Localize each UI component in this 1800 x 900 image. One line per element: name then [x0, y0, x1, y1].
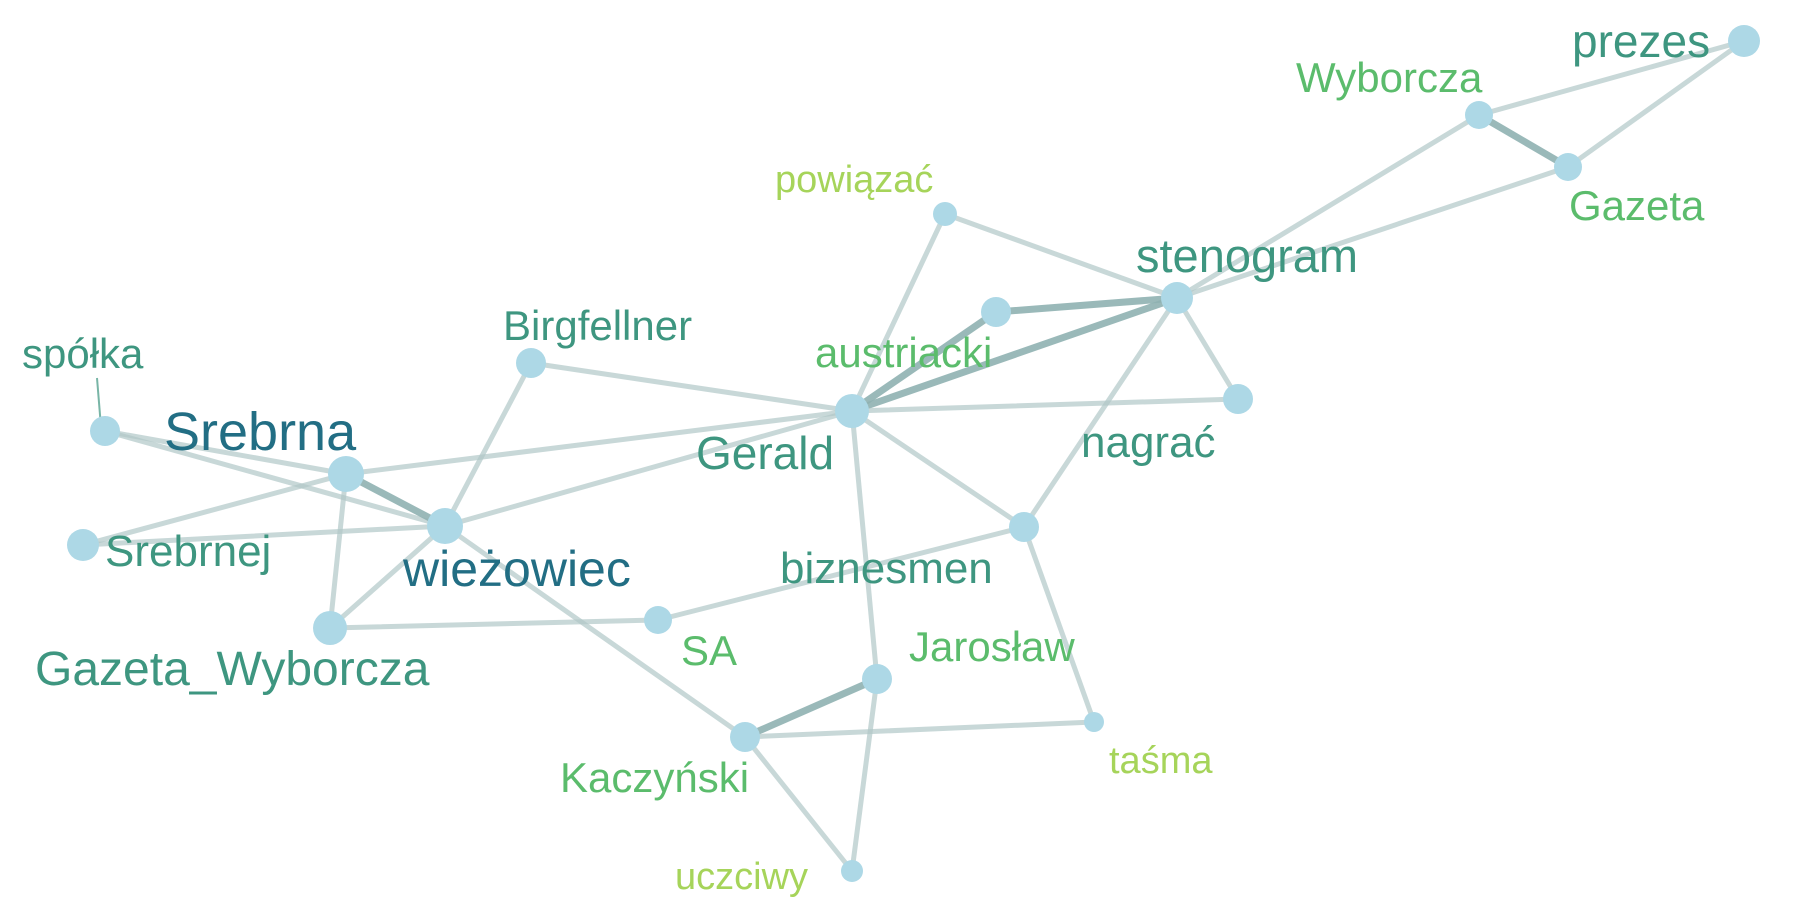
node-label-prezes: prezes [1572, 15, 1710, 67]
node-label-srebrna: Srebrna [164, 402, 357, 462]
edge-stenogram-wyborcza [1174, 112, 1482, 301]
edge-gerald-austriacki [848, 308, 1000, 415]
edge-wiezowiec-gazeta_wyborcza [327, 523, 448, 631]
node-sa[interactable] [644, 606, 672, 634]
node-label-gerald: Gerald [696, 427, 834, 479]
edge-birgfellner-gerald [528, 360, 855, 414]
edge-kaczynski-uczciwy [742, 734, 855, 874]
edge-srebrnej-wiezowiec [80, 523, 448, 548]
edge-spolka-wiezowiec [102, 428, 448, 529]
node-wyborcza[interactable] [1465, 101, 1493, 129]
node-label-powiazac: powiązać [775, 159, 933, 201]
edge-kaczynski-tasma [742, 719, 1097, 740]
nodes-layer [67, 25, 1760, 882]
node-label-austriacki: austriacki [815, 329, 992, 376]
edge-sa-biznesmen [655, 524, 1027, 623]
edge-gerald-nagrac [849, 396, 1241, 414]
node-label-wyborcza: Wyborcza [1296, 54, 1483, 101]
edge-wyborcza-prezes [1476, 38, 1747, 118]
node-biznesmen[interactable] [1009, 512, 1039, 542]
edge-stenogram-nagrac [1174, 295, 1241, 402]
edge-birgfellner-wiezowiec [442, 360, 534, 529]
edge-gazeta_wyborcza-sa [327, 617, 661, 631]
edge-wyborcza-gazeta [1475, 111, 1572, 171]
edge-srebrna-gazeta_wyborcza [327, 471, 349, 631]
edge-stenogram-biznesmen [1021, 295, 1180, 530]
edge-powiazac-stenogram [942, 211, 1180, 301]
edge-gazeta-prezes [1565, 38, 1747, 170]
node-wiezowiec[interactable] [427, 508, 463, 544]
node-label-uczciwy: uczciwy [675, 856, 808, 898]
node-label-nagrac: nagrać [1081, 418, 1216, 467]
edge-gerald-biznesmen [849, 408, 1027, 530]
node-birgfellner[interactable] [516, 348, 546, 378]
node-jaroslaw[interactable] [862, 664, 892, 694]
node-stenogram[interactable] [1161, 282, 1193, 314]
node-label-jaroslaw: Jarosław [909, 623, 1075, 670]
edge-wiezowiec-kaczynski [442, 523, 748, 740]
node-label-stenogram: stenogram [1136, 229, 1358, 282]
node-gazeta[interactable] [1554, 153, 1582, 181]
edge-austriacki-stenogram [992, 294, 1181, 316]
node-label-wiezowiec: wieżowiec [402, 541, 631, 597]
node-prezes[interactable] [1728, 25, 1760, 57]
node-label-sa: SA [681, 627, 737, 674]
node-nagrac[interactable] [1223, 384, 1253, 414]
node-gazeta_wyborcza[interactable] [313, 611, 347, 645]
node-label-biznesmen: biznesmen [780, 544, 993, 593]
edge-srebrna-wiezowiec [342, 470, 449, 530]
node-label-gazeta: Gazeta [1569, 182, 1705, 229]
edge-stenogram-gazeta [1174, 164, 1571, 301]
node-srebrna[interactable] [328, 456, 364, 492]
node-powiazac[interactable] [933, 202, 957, 226]
edges-layer [80, 38, 1747, 874]
node-tasma[interactable] [1084, 712, 1104, 732]
edge-gerald-jaroslaw [849, 408, 880, 682]
node-srebrnej[interactable] [67, 529, 99, 561]
edge-biznesmen-tasma [1021, 524, 1097, 725]
edge-wiezowiec-gerald [442, 408, 855, 529]
edge-jaroslaw-uczciwy [849, 676, 880, 874]
node-label-gazeta_wyborcza: Gazeta_Wyborcza [35, 643, 430, 696]
edge-srebrnej-srebrna [80, 471, 349, 548]
node-kaczynski[interactable] [730, 722, 760, 752]
edge-srebrna-gerald [343, 408, 855, 477]
edge-kaczynski-jaroslaw [741, 675, 881, 741]
node-label-spolka: spółka [22, 330, 144, 377]
node-label-kaczynski: Kaczyński [560, 754, 749, 801]
node-uczciwy[interactable] [841, 860, 863, 882]
node-austriacki[interactable] [981, 297, 1011, 327]
node-gerald[interactable] [835, 394, 869, 428]
node-label-birgfellner: Birgfellner [503, 302, 692, 349]
edge-powiazac-gerald [849, 211, 948, 414]
edge-spolka-srebrna [102, 428, 349, 477]
edge-gerald-stenogram [848, 294, 1181, 415]
node-label-srebrnej: Srebrnej [105, 527, 271, 576]
node-spolka[interactable] [90, 416, 120, 446]
node-label-tasma: taśma [1109, 740, 1213, 782]
